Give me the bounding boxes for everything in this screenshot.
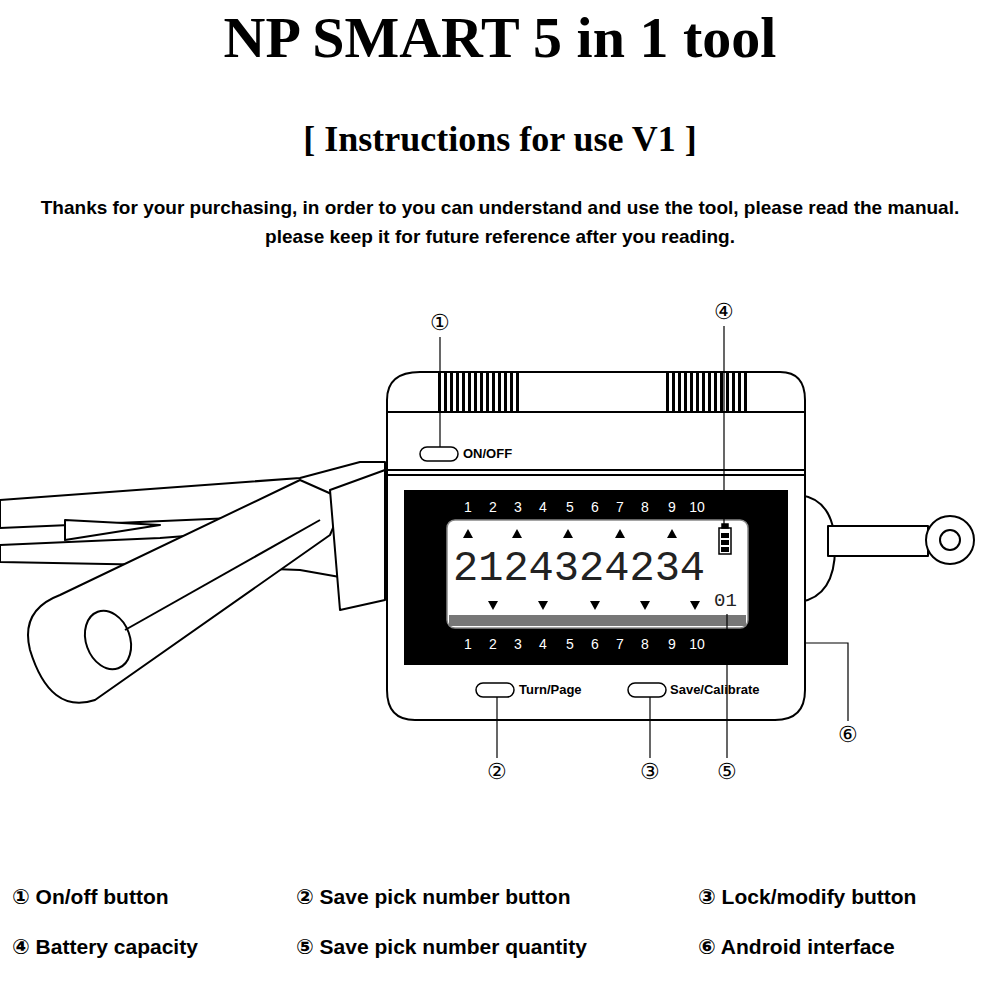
title: NP SMART 5 in 1 tool	[224, 5, 777, 72]
callout-number: ①	[430, 310, 450, 335]
lcd-count: 01	[714, 591, 737, 613]
button-label: ON/OFF	[463, 447, 512, 462]
digit-index: 6	[591, 499, 599, 515]
digit-index: 5	[566, 499, 574, 515]
subtitle: [ Instructions for use V1 ]	[303, 119, 697, 160]
digit-index: 9	[668, 636, 676, 652]
digit-index: 8	[641, 636, 649, 652]
digit-index: 7	[616, 636, 624, 652]
callout-number: ⑥	[838, 722, 858, 747]
legend-item: ③ Lock/modify button	[698, 885, 916, 909]
callout-number: ⑤	[717, 759, 737, 784]
digit-index: 6	[591, 636, 599, 652]
digit-index: 10	[689, 499, 705, 515]
digit-index: 2	[489, 499, 497, 515]
legend-item: ⑥ Android interface	[698, 935, 895, 959]
legend-item: ④ Battery capacity	[12, 935, 198, 959]
digit-index: 9	[668, 499, 676, 515]
digit-index: 1	[464, 636, 472, 652]
digit-index: 3	[514, 636, 522, 652]
digit-index: 8	[641, 499, 649, 515]
digit-index: 4	[539, 636, 547, 652]
button-label: Save/Calibrate	[670, 683, 760, 698]
legend-item: ② Save pick number button	[296, 885, 571, 909]
digit-index: 7	[616, 499, 624, 515]
digit-index: 1	[464, 499, 472, 515]
lcd-digits: 2124324234	[453, 545, 705, 593]
digit-index: 4	[539, 499, 547, 515]
callout-number: ③	[640, 759, 660, 784]
digit-index: 10	[689, 636, 705, 652]
button-label: Turn/Page	[519, 683, 582, 698]
callout-number: ④	[714, 299, 734, 324]
digit-index: 3	[514, 499, 522, 515]
intro-text: Thanks for your purchasing, in order to …	[30, 193, 970, 252]
callout-number: ②	[487, 759, 507, 784]
digit-index: 5	[566, 636, 574, 652]
legend-item: ① On/off button	[12, 885, 169, 909]
legend-item: ⑤ Save pick number quantity	[296, 935, 587, 959]
digit-index: 2	[489, 636, 497, 652]
